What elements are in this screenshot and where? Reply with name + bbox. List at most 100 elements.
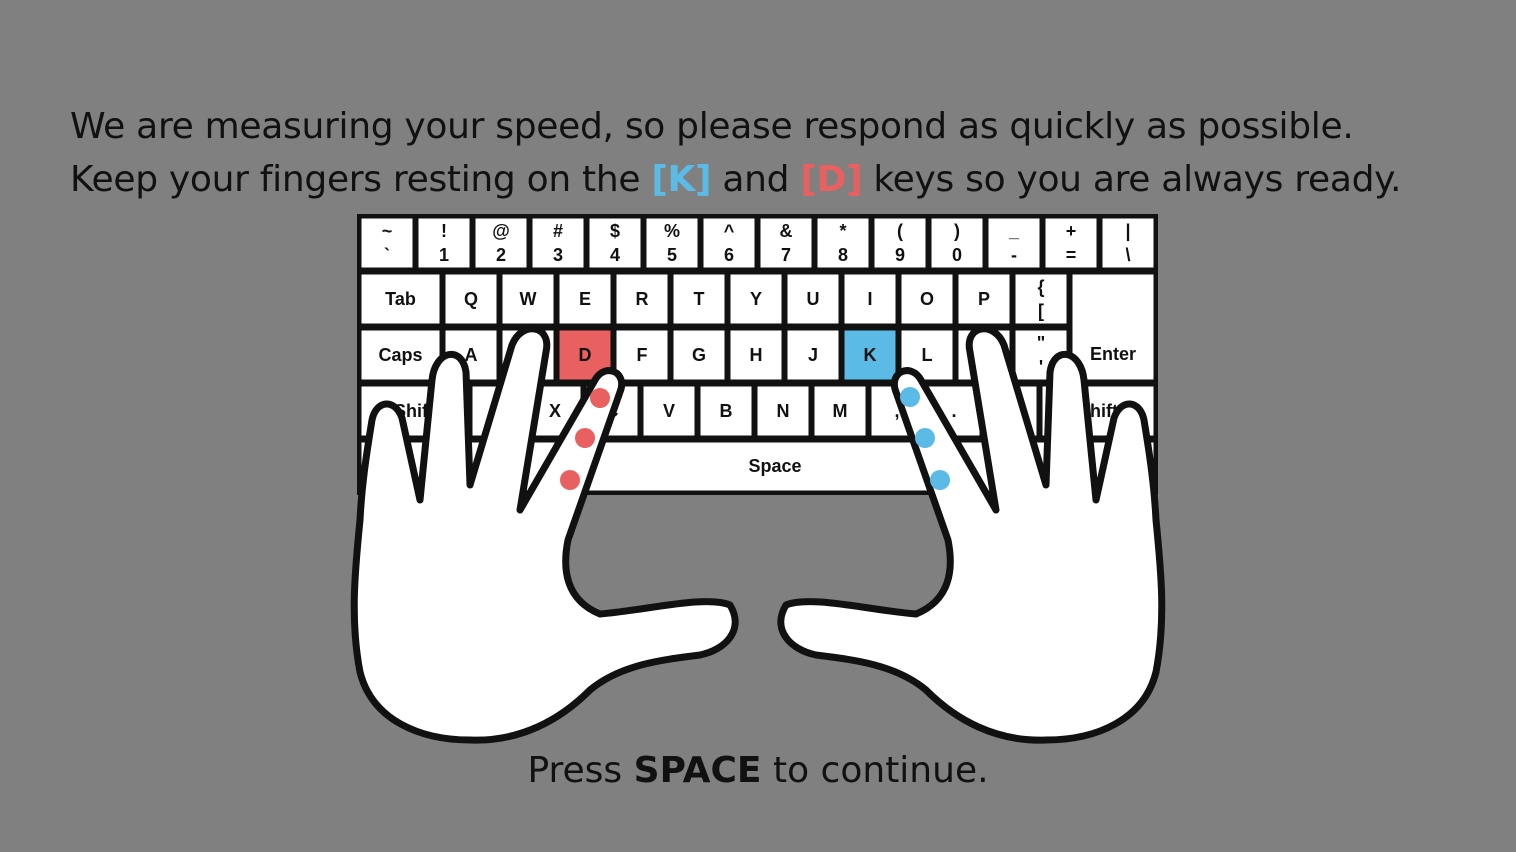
key-label: T: [694, 289, 705, 309]
key-label: F: [637, 345, 648, 365]
key-label: W: [520, 289, 537, 309]
key-bottom-label: 4: [610, 245, 620, 265]
key-top-label: {: [1037, 277, 1044, 297]
key-q: [442, 271, 500, 327]
instruction-line-1: We are measuring your speed, so please r…: [70, 106, 1354, 147]
key-label: V: [663, 401, 675, 421]
key-u: [784, 271, 842, 327]
key-bottom-label: 6: [724, 245, 734, 265]
key-top-label: _: [1008, 221, 1020, 241]
key-top-label: ~: [382, 221, 393, 241]
key-p: [955, 271, 1013, 327]
key-label: A: [465, 345, 478, 365]
d-key-highlight: [D]: [800, 159, 863, 200]
key-y: [727, 271, 785, 327]
key-label-enter: Enter: [1090, 344, 1136, 364]
key-bottom-label: 2: [496, 245, 506, 265]
key-top-label: !: [441, 221, 447, 241]
key-label: P: [978, 289, 990, 309]
key-bottom-label: [: [1038, 301, 1044, 321]
key-13: [1099, 215, 1157, 271]
key-bottom-label: ': [1039, 357, 1043, 377]
key-top-label: |: [1125, 221, 1130, 241]
key-w: [499, 271, 557, 327]
key-o: [898, 271, 956, 327]
key-label: M: [833, 401, 848, 421]
key-label: R: [636, 289, 649, 309]
key-k: [841, 327, 899, 383]
instructions: We are measuring your speed, so please r…: [70, 100, 1490, 206]
key-label: .: [951, 401, 956, 421]
key-label: Y: [750, 289, 762, 309]
key-i: [841, 271, 899, 327]
prompt-end: to continue.: [761, 750, 989, 791]
key-g: [670, 327, 728, 383]
key-1: [415, 215, 473, 271]
key-5: [643, 215, 701, 271]
key-12: [1042, 215, 1100, 271]
key-label: I: [867, 289, 872, 309]
key-bottom-label: `: [384, 245, 390, 265]
key-h: [727, 327, 785, 383]
key-label: K: [864, 345, 877, 365]
key-top-label: #: [553, 221, 563, 241]
key-top-label: *: [839, 221, 846, 241]
instruction-and: and: [711, 159, 801, 200]
key-label: Q: [464, 289, 478, 309]
key-bottom-label: \: [1125, 245, 1130, 265]
key-bottom-label: 5: [667, 245, 677, 265]
key-label: O: [920, 289, 934, 309]
left-hand-icon: [350, 325, 739, 744]
key-bottom-label: 8: [838, 245, 848, 265]
key-label: J: [808, 345, 818, 365]
key-label: D: [579, 345, 592, 365]
key-t: [670, 271, 728, 327]
key-2: [472, 215, 530, 271]
key-bottom-5: [697, 383, 755, 439]
instruction-line-2-end: keys so you are always ready.: [862, 159, 1402, 200]
key-4: [586, 215, 644, 271]
left-index-dot-3: [560, 470, 580, 490]
right-index-dot-3: [930, 470, 950, 490]
key-bracket-0: [1012, 271, 1070, 327]
key-bottom-7: [811, 383, 869, 439]
key-label: L: [922, 345, 933, 365]
key-bottom-label: 1: [439, 245, 449, 265]
instruction-line-2: Keep your fingers resting on the [K] and…: [70, 153, 1490, 206]
key-label: U: [807, 289, 820, 309]
key-top-label: ^: [724, 221, 735, 241]
key-label: N: [777, 401, 790, 421]
key-f: [613, 327, 671, 383]
key-top-label: (: [897, 221, 903, 241]
key-11: [985, 215, 1043, 271]
key-bottom-label: 7: [781, 245, 791, 265]
key-bottom-label: 3: [553, 245, 563, 265]
key-3: [529, 215, 587, 271]
key-label: X: [549, 401, 561, 421]
key-label: Tab: [385, 289, 416, 309]
key-label: ,: [894, 401, 899, 421]
key-label: G: [692, 345, 706, 365]
left-index-dot-1: [590, 388, 610, 408]
key-label: E: [579, 289, 591, 309]
prompt-start: Press: [527, 750, 634, 791]
key-label: Caps: [378, 345, 422, 365]
key-9: [871, 215, 929, 271]
left-index-dot-2: [575, 428, 595, 448]
key-top-label: &: [780, 221, 793, 241]
key-e: [556, 271, 614, 327]
key-r: [613, 271, 671, 327]
instruction-line-2-start: Keep your fingers resting on the: [70, 159, 652, 200]
k-key-highlight: [K]: [651, 159, 712, 200]
key-bottom-label: 9: [895, 245, 905, 265]
right-index-dot-1: [900, 387, 920, 407]
key-top-label: $: [610, 221, 620, 241]
hands: [350, 325, 1166, 744]
key-top-label: ): [954, 221, 960, 241]
key-label: B: [720, 401, 733, 421]
right-hand-icon: [777, 325, 1166, 744]
key-j: [784, 327, 842, 383]
key-0: [358, 215, 416, 271]
key-8: [814, 215, 872, 271]
